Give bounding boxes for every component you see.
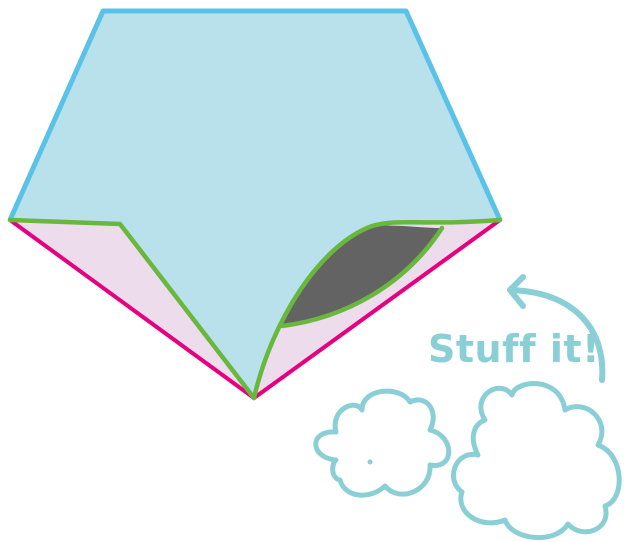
stuffing-cloud-small-icon — [316, 391, 449, 495]
stuffing-cloud-large-icon — [453, 384, 619, 538]
pillow-front-panel — [10, 11, 500, 398]
stuff-it-caption: Stuff it! — [428, 327, 600, 371]
